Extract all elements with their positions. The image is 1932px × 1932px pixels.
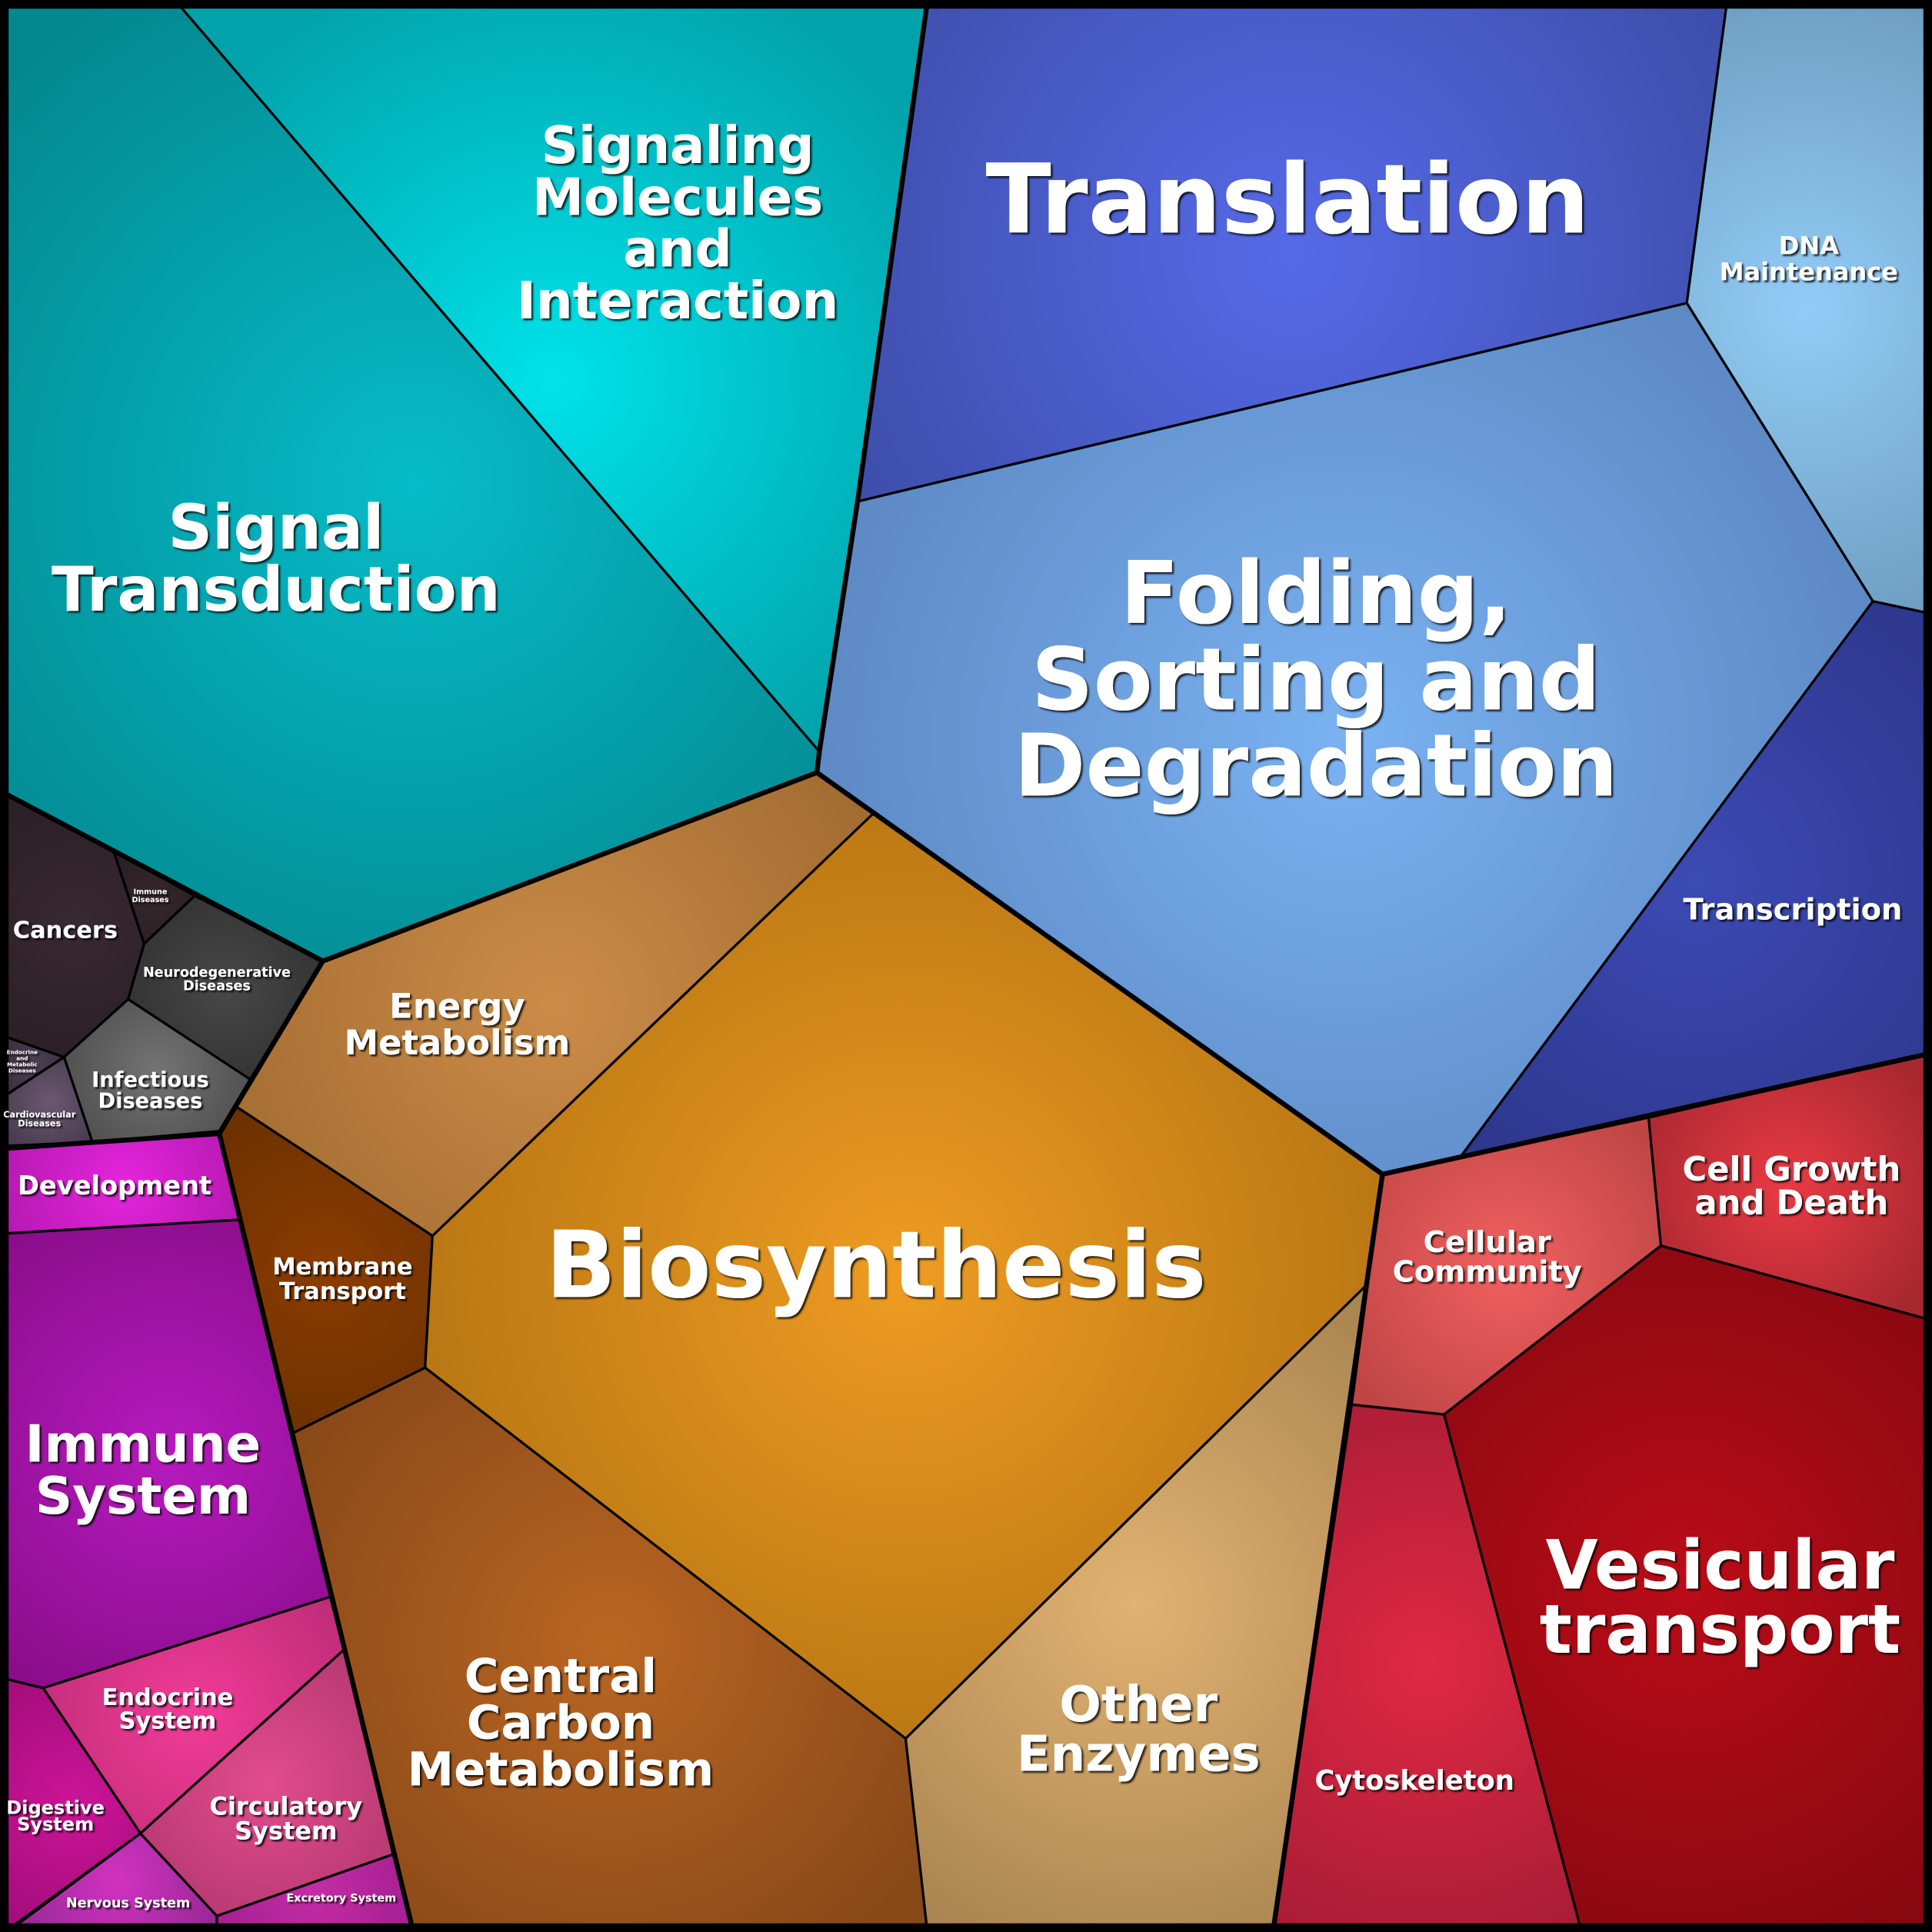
label-line: Other — [1059, 1677, 1217, 1734]
label-line: Sorting and — [1031, 630, 1601, 730]
label-line: Neurodegenerative — [143, 965, 291, 981]
label-line: Endocrine — [7, 1048, 38, 1055]
label-line: Carbon — [467, 1695, 655, 1750]
label-line: Metabolism — [344, 1021, 570, 1062]
label-line: Folding, — [1121, 544, 1512, 644]
label-line: Membrane — [272, 1253, 412, 1280]
label-line: and Death — [1694, 1184, 1888, 1222]
label-line: System — [17, 1814, 94, 1835]
label-line: Transcription — [1684, 892, 1903, 927]
label-cytoskeleton: Cytoskeleton — [1314, 1764, 1514, 1796]
group-boundaries — [6, 7, 1926, 1926]
label-line: and — [16, 1054, 28, 1061]
label-line: Development — [18, 1171, 212, 1201]
label-line: Interaction — [517, 271, 838, 331]
label-line: Immune — [25, 1414, 261, 1474]
label-line: System — [35, 1466, 251, 1526]
label-line: Signaling — [541, 115, 814, 175]
label-line: Signal — [168, 491, 384, 563]
label-line: Cytoskeleton — [1314, 1764, 1514, 1796]
label-line: Diseases — [183, 978, 251, 994]
label-line: Cell Growth — [1682, 1151, 1900, 1189]
label-line: Metabolism — [408, 1742, 715, 1797]
label-line: Cardiovascular — [3, 1110, 75, 1120]
label-line: System — [235, 1817, 337, 1846]
label-line: Diseases — [18, 1118, 61, 1128]
label-line: Community — [1393, 1254, 1582, 1289]
label-line: Infectious — [92, 1068, 209, 1092]
label-line: Digestive — [6, 1797, 105, 1819]
label-line: and — [623, 219, 731, 279]
label-line: Metabolic — [7, 1061, 38, 1068]
label-line: Diseases — [8, 1067, 36, 1074]
label-line: Transport — [279, 1277, 406, 1304]
label-line: Cancers — [13, 917, 118, 944]
label-line: Central — [465, 1648, 657, 1703]
label-cancers: Cancers — [13, 917, 118, 944]
label-line: System — [119, 1707, 217, 1734]
label-line: Degradation — [1014, 716, 1617, 816]
label-line: Immune — [134, 888, 168, 896]
label-line: Excretory System — [286, 1893, 396, 1905]
label-transcription: Transcription — [1684, 892, 1903, 927]
label-line: Molecules — [532, 167, 823, 227]
label-biosynthesis: Biosynthesis — [545, 1211, 1206, 1319]
label-line: Diseases — [98, 1089, 203, 1113]
label-line: Energy — [389, 985, 525, 1026]
label-line: transport — [1540, 1590, 1900, 1669]
label-line: Biosynthesis — [545, 1211, 1206, 1319]
label-nervous-system: Nervous System — [66, 1896, 190, 1911]
label-line: Endocrine — [102, 1684, 233, 1710]
label-development: Development — [18, 1171, 212, 1201]
label-line: Maintenance — [1720, 257, 1898, 286]
label-excretory-system: Excretory System — [286, 1893, 396, 1905]
label-line: Nervous System — [66, 1896, 190, 1911]
label-line: Vesicular — [1546, 1525, 1895, 1604]
label-line: Cellular — [1424, 1224, 1551, 1259]
label-line: Transduction — [52, 553, 501, 625]
label-line: Diseases — [132, 895, 168, 904]
label-translation: Translation — [986, 144, 1590, 255]
label-line: Circulatory — [209, 1792, 362, 1821]
label-line: Translation — [986, 144, 1590, 255]
label-line: DNA — [1779, 232, 1839, 261]
label-line: Enzymes — [1017, 1726, 1261, 1783]
